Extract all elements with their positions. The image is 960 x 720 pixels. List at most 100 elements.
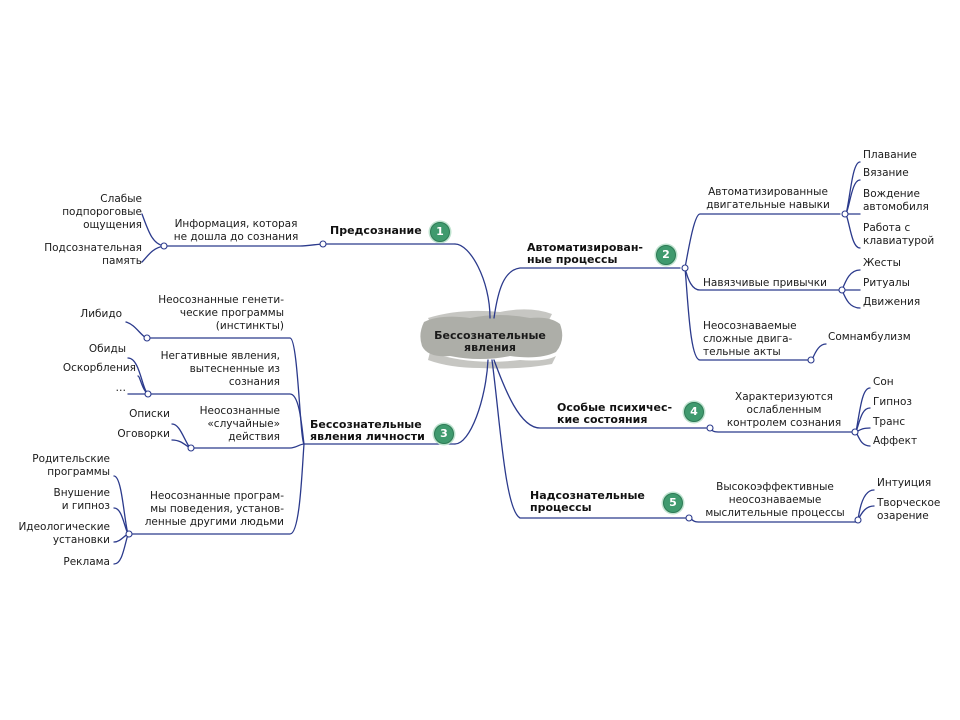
mid-line: контролем сознания	[726, 417, 842, 429]
leaf-line: …	[115, 382, 127, 394]
branch-3-mid-4: Неосознанные програм- мы поведения, уста…	[130, 490, 284, 529]
leaf-line: Аффект	[873, 435, 918, 447]
mid-line: Автоматизированные	[708, 186, 828, 198]
leaf-line: и гипноз	[61, 500, 110, 512]
branch-4-title-line: кие состояния	[557, 413, 648, 426]
branch-3-leaf-7: Родительские программы	[10, 453, 110, 479]
mid-line: Неосознанные програм-	[150, 490, 284, 502]
leaf-line: Обиды	[88, 343, 126, 355]
branch-3-leaf-6: Оговорки	[90, 428, 170, 441]
leaf-line: Ритуалы	[863, 277, 910, 289]
leaf-line: клавиатурой	[863, 235, 935, 247]
branch-4-leaf-1: Сон	[873, 376, 894, 389]
branch-4-mid-1: Характеризуются ослабленным контролем со…	[716, 391, 852, 430]
leaf-line: Сон	[873, 376, 894, 388]
leaf-line: Слабые	[100, 193, 142, 205]
leaf-line: озарение	[877, 510, 929, 522]
junction-dots	[125, 210, 862, 538]
branch-2-number-badge: 2	[656, 245, 676, 265]
leaf-line: Движения	[863, 296, 921, 308]
branch-4-number-badge: 4	[684, 402, 704, 422]
mid-line: мы поведения, установ-	[150, 503, 284, 515]
mid-line: ослабленным	[746, 404, 822, 416]
branch-4-leaf-2: Гипноз	[873, 396, 912, 409]
branch-2-mid-3: Неосознаваемые сложные двига- тельные ак…	[703, 320, 797, 359]
branch-2-mid-2: Навязчивые привычки	[703, 277, 827, 290]
leaf-line: Сомнамбулизм	[828, 331, 911, 343]
branch-4-title: Особые психичес- кие состояния	[557, 402, 672, 426]
branch-2-leaf-7: Движения	[863, 296, 920, 309]
branch-2-leaf-3: Вождение автомобиля	[863, 188, 929, 214]
branch-1-number-badge: 1	[430, 222, 450, 242]
branch-3-leaf-4: …	[60, 382, 127, 395]
branch-2-leaf-2: Вязание	[863, 167, 909, 180]
branch-2-leaf-8: Сомнамбулизм	[828, 331, 911, 344]
branch-3-number-badge: 3	[434, 424, 454, 444]
mid-line: двигательные навыки	[706, 199, 830, 211]
branch-5-number-badge: 5	[663, 493, 683, 513]
branch-1-leaf-2: Подсознательная память	[30, 242, 142, 268]
mid-line: Информация, которая	[174, 218, 298, 230]
branch-5-mid-1: Высокоэффективные неосознаваемые мыслите…	[700, 481, 850, 520]
leaf-line: Реклама	[63, 556, 110, 568]
mid-line: сознания	[228, 376, 280, 388]
leaf-line: Работа с	[863, 222, 911, 234]
leaf-line: ощущения	[83, 219, 142, 231]
branch-3-mid-1: Неосознанные генети- ческие программы (и…	[140, 294, 284, 333]
branch-2-title-line: ные процессы	[527, 253, 618, 266]
branch-5-title-line: процессы	[530, 501, 592, 514]
branch-1-title-line: Предсознание	[330, 224, 422, 237]
branch-2-leaf-6: Ритуалы	[863, 277, 910, 290]
branch-5-leaf-1: Интуиция	[877, 477, 931, 490]
branch-1-leaf-1: Слабые подпороговые ощущения	[40, 193, 142, 232]
leaf-line: Плавание	[863, 149, 917, 161]
leaf-line: память	[102, 255, 142, 267]
branch-1-mid-1: Информация, которая не дошла до сознания	[168, 218, 304, 244]
branch-2-title: Автоматизирован- ные процессы	[527, 242, 643, 266]
branch-4-title-line: Особые психичес-	[557, 401, 673, 414]
mid-line: Негативные явления,	[160, 350, 280, 362]
branch-3-title-line: явления личности	[310, 430, 425, 443]
leaf-line: программы	[47, 466, 110, 478]
mid-line: действия	[228, 431, 280, 443]
leaf-line: Вождение	[863, 188, 920, 200]
leaf-line: Вязание	[863, 167, 909, 179]
leaf-line: автомобиля	[863, 201, 929, 213]
leaf-line: установки	[52, 534, 110, 546]
branch-1-title: Предсознание	[330, 225, 422, 237]
mid-line: Навязчивые привычки	[703, 277, 827, 289]
branch-4-leaf-3: Транс	[873, 416, 905, 429]
branch-3-leaf-8: Внушение и гипноз	[20, 487, 111, 513]
leaf-line: Интуиция	[877, 477, 932, 489]
leaf-line: Описки	[129, 408, 170, 420]
leaf-line: Оговорки	[117, 428, 170, 440]
leaf-line: Либидо	[80, 308, 122, 320]
branch-5-title: Надсознательные процессы	[530, 490, 645, 514]
leaf-line: Жесты	[863, 257, 901, 269]
leaf-line: Внушение	[53, 487, 111, 499]
mid-line: неосознаваемые	[728, 494, 822, 506]
mid-line: Неосознанные	[199, 405, 280, 417]
branch-3-leaf-9: Идеологические установки	[4, 521, 110, 547]
branch-2-mid-1: Автоматизированные двигательные навыки	[700, 186, 836, 212]
leaf-line: Подсознательная	[44, 242, 142, 254]
mid-line: Высокоэффективные	[716, 481, 834, 493]
branch-2-leaf-4: Работа с клавиатурой	[863, 222, 934, 248]
mid-line: «случайные»	[207, 418, 280, 430]
mid-line: не дошла до сознания	[173, 231, 299, 243]
mid-line: сложные двига-	[703, 333, 793, 345]
mid-line: Характеризуются	[735, 391, 833, 403]
mid-line: вытесненные из	[189, 363, 280, 375]
branch-3-leaf-10: Реклама	[40, 556, 110, 569]
branch-2-leaf-5: Жесты	[863, 257, 901, 270]
leaf-line: Транс	[873, 416, 906, 428]
branch-3-leaf-5: Описки	[90, 408, 170, 421]
branch-5-leaf-2: Творческое озарение	[877, 497, 940, 523]
connector-lines	[113, 161, 875, 565]
branch-5-title-line: Надсознательные	[530, 489, 645, 502]
leaf-line: Творческое	[877, 497, 941, 509]
mid-line: Неосознаваемые	[703, 320, 797, 332]
mid-line: ленные другими людьми	[144, 516, 284, 528]
branch-3-title: Бессознательные явления личности	[310, 419, 425, 443]
